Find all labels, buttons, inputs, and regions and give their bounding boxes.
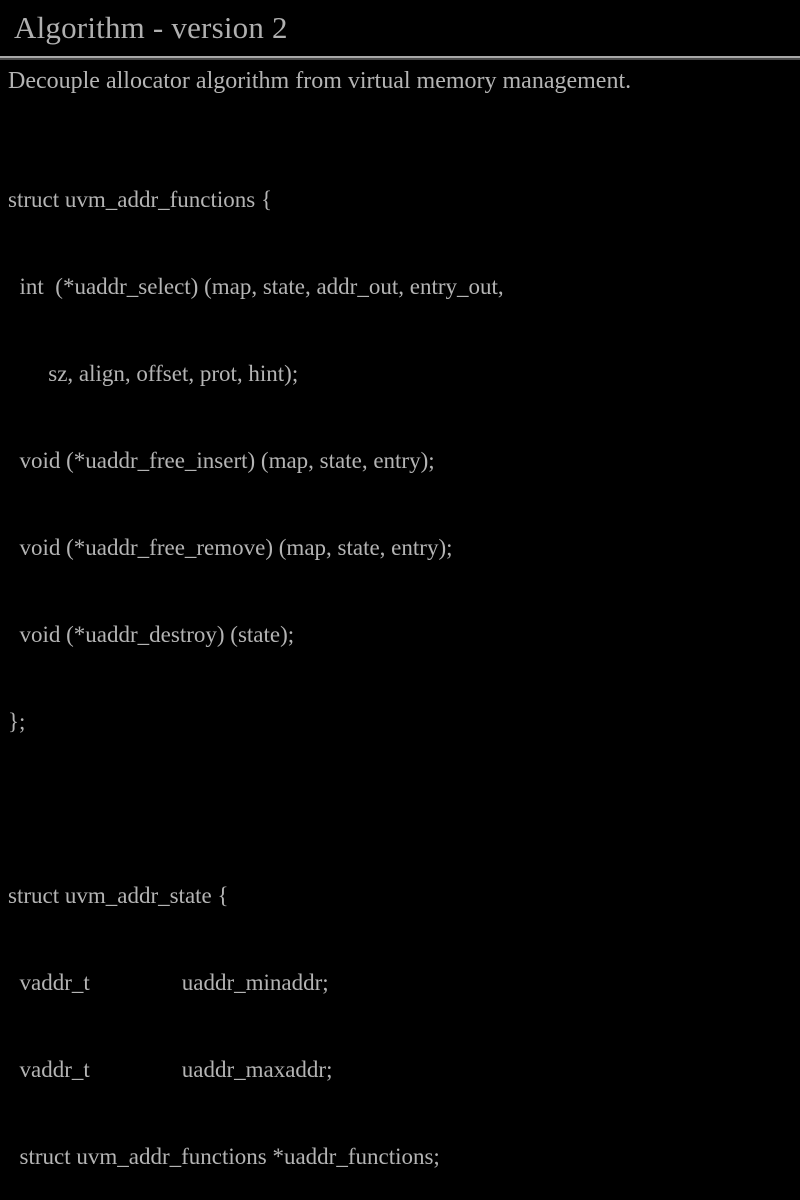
code-line: struct uvm_addr_functions { [8, 187, 272, 212]
code-line: struct uvm_addr_state { [8, 883, 229, 908]
spacer-between-structs [0, 794, 800, 823]
presentation-slide: Algorithm - version 2 Decouple allocator… [0, 10, 800, 1169]
slide-title: Algorithm - version 2 [14, 10, 288, 45]
code-line: struct uvm_addr_functions *uaddr_functio… [8, 1144, 440, 1169]
lead-statement: Decouple allocator algorithm from virtua… [8, 68, 632, 94]
code-line: void (*uaddr_free_insert) (map, state, e… [8, 448, 435, 473]
divider-highlight-line [0, 56, 800, 58]
code-block-uvm-addr-state: struct uvm_addr_state { vaddr_t uaddr_mi… [0, 823, 800, 1200]
code-line: vaddr_t uaddr_maxaddr; [8, 1057, 333, 1082]
code-line: void (*uaddr_destroy) (state); [8, 622, 295, 647]
divider-shadow-line [0, 58, 800, 60]
code-block-uvm-addr-functions: struct uvm_addr_functions { int (*uaddr_… [0, 127, 800, 794]
spacer-after-lead [0, 98, 800, 127]
code-line: sz, align, offset, prot, hint); [8, 361, 299, 386]
code-line: vaddr_t uaddr_minaddr; [8, 970, 329, 995]
title-divider [0, 56, 800, 60]
slide-body: Decouple allocator algorithm from virtua… [0, 64, 800, 1200]
code-line: int (*uaddr_select) (map, state, addr_ou… [8, 274, 504, 299]
code-line: void (*uaddr_free_remove) (map, state, e… [8, 535, 453, 560]
code-line: }; [8, 709, 26, 734]
